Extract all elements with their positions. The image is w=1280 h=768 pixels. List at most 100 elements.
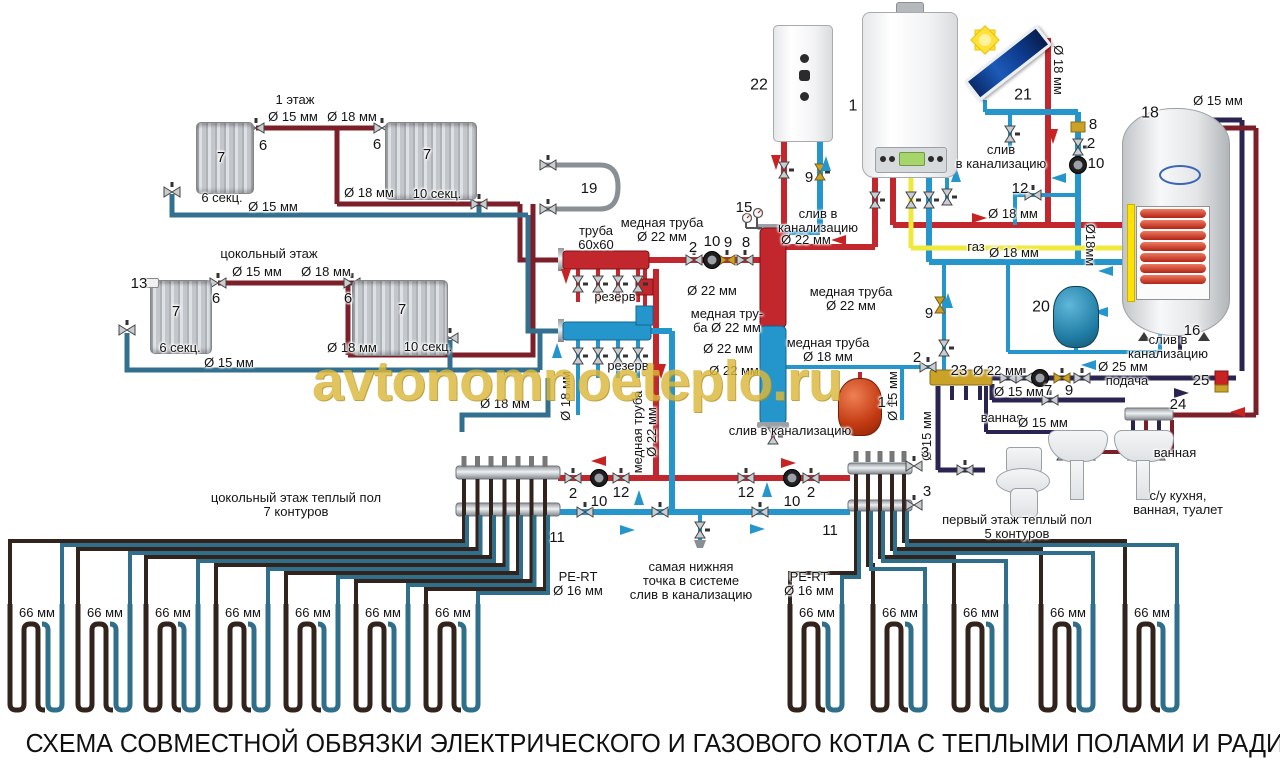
manifold-valve-stem bbox=[529, 456, 534, 467]
distribution-manifolds bbox=[558, 121, 1229, 548]
page-title: СХЕМА СОВМЕСТНОЙ ОБВЯЗКИ ЭЛЕКТРИЧЕСКОГО … bbox=[25, 728, 1280, 758]
copper-return-pipes bbox=[558, 109, 1148, 515]
valve-icon bbox=[1072, 138, 1088, 156]
manifold-valve-stem bbox=[853, 451, 859, 462]
loop-connector-return bbox=[840, 511, 861, 604]
floor-loop-return bbox=[41, 604, 65, 713]
floor-loop-return bbox=[317, 604, 341, 713]
flow-arrow-icon bbox=[1230, 407, 1245, 417]
flow-arrow-icon bbox=[762, 482, 772, 497]
valve-icon bbox=[767, 427, 783, 445]
loop-connector-return bbox=[266, 515, 510, 604]
valve-icon bbox=[1024, 185, 1042, 201]
valve-icon bbox=[802, 468, 820, 484]
check-valve-icon bbox=[1053, 368, 1071, 384]
reserve-outlet-blue bbox=[635, 305, 654, 326]
loop-connector-return bbox=[196, 515, 496, 604]
loop-connector-supply bbox=[144, 479, 493, 604]
floor-loop-return bbox=[387, 604, 411, 713]
flow-arrow-icon bbox=[821, 156, 831, 171]
floor-loop-supply bbox=[951, 604, 989, 713]
floor-loop-return bbox=[177, 604, 201, 713]
valve-icon bbox=[694, 521, 710, 539]
check-valve-icon bbox=[934, 296, 950, 314]
floor-manifold-left bbox=[455, 465, 561, 517]
valve-icon bbox=[612, 275, 628, 293]
expansion-loop-19 bbox=[540, 162, 621, 212]
loop-connector-return bbox=[128, 515, 483, 604]
valve-icon bbox=[163, 182, 181, 198]
valve-icon bbox=[751, 502, 769, 518]
valve-icon bbox=[118, 320, 136, 336]
flow-arrow-icon bbox=[1048, 129, 1058, 144]
pump-icon bbox=[1069, 156, 1087, 174]
gas-boiler-1 bbox=[862, 12, 958, 178]
valve-icon bbox=[470, 194, 488, 210]
flow-arrow-icon bbox=[943, 293, 953, 308]
flow-arrow-icon bbox=[561, 269, 571, 284]
flow-arrow-icon bbox=[1093, 307, 1108, 317]
radiator-floor1-10sections bbox=[385, 122, 477, 200]
valve-icon bbox=[632, 347, 648, 365]
tank-insulation-strip bbox=[1127, 204, 1135, 302]
valve-icon bbox=[905, 191, 921, 209]
manifold-valve-stem bbox=[475, 456, 480, 467]
floor-loop-return bbox=[985, 604, 1009, 713]
valve-icon bbox=[778, 161, 794, 179]
tank-coil-window bbox=[1136, 206, 1210, 300]
floor-loop-return bbox=[1072, 604, 1096, 713]
loop-connector-supply bbox=[902, 474, 1127, 604]
floor-loop-return bbox=[1156, 604, 1180, 713]
pressure-gauge-icon bbox=[741, 212, 753, 224]
loop-connector-return bbox=[905, 511, 1179, 604]
valve-icon bbox=[905, 456, 923, 472]
loop-connector-supply bbox=[76, 479, 480, 604]
valve-icon bbox=[632, 275, 648, 293]
pump-icon bbox=[703, 251, 721, 269]
floor-loop-supply bbox=[787, 604, 825, 713]
flow-arrow-icon bbox=[1098, 266, 1113, 276]
flow-arrow-icon bbox=[972, 213, 987, 223]
floor-loop-supply bbox=[283, 604, 321, 713]
flow-arrow-icon bbox=[771, 155, 781, 170]
loop-connector-supply bbox=[354, 479, 534, 604]
toilet-base bbox=[1010, 488, 1038, 518]
valve-icon bbox=[592, 275, 608, 293]
valve-icon bbox=[999, 368, 1017, 384]
pump-icon bbox=[590, 469, 608, 487]
loop-connector-return bbox=[476, 515, 550, 604]
floor-loop-return bbox=[457, 604, 481, 713]
floor-loop-supply bbox=[1122, 604, 1160, 713]
valve-icon bbox=[572, 275, 588, 293]
flow-arrow-icon bbox=[1081, 360, 1096, 370]
manifold-24 bbox=[1124, 407, 1174, 421]
loop-connector-supply bbox=[890, 474, 1043, 604]
hydraulic-separator-hot bbox=[759, 227, 787, 329]
check-valve-icon bbox=[718, 250, 736, 266]
radiator-floor1-6sections bbox=[196, 122, 254, 194]
flow-arrow-icon bbox=[1174, 388, 1189, 398]
manifold-valve-stem bbox=[877, 451, 883, 462]
valve-icon bbox=[209, 273, 227, 289]
floor-loop-supply bbox=[143, 604, 181, 713]
floor-loop-supply bbox=[75, 604, 113, 713]
floor-loop-supply bbox=[870, 604, 908, 713]
valve-icon bbox=[572, 347, 588, 365]
floor-loop-return bbox=[904, 604, 928, 713]
sink-1-pedestal bbox=[1070, 460, 1084, 500]
valve-icon bbox=[736, 250, 754, 266]
manifold-valve-stem bbox=[461, 456, 467, 467]
loop-connector-supply bbox=[284, 479, 520, 604]
loop-connector-return bbox=[869, 511, 927, 604]
manifold-valve-stem bbox=[542, 456, 548, 467]
valve-icon bbox=[1041, 390, 1059, 406]
radiator-basement-10sections bbox=[352, 280, 448, 356]
loop-connector-supply bbox=[214, 479, 507, 604]
valve-icon bbox=[612, 468, 630, 484]
sink-2-pedestal bbox=[1136, 460, 1150, 500]
valve-icon bbox=[905, 495, 923, 511]
electric-boiler-22 bbox=[773, 25, 833, 142]
loop-connector-supply bbox=[878, 474, 956, 604]
pressure-gauge-icon bbox=[752, 207, 764, 219]
